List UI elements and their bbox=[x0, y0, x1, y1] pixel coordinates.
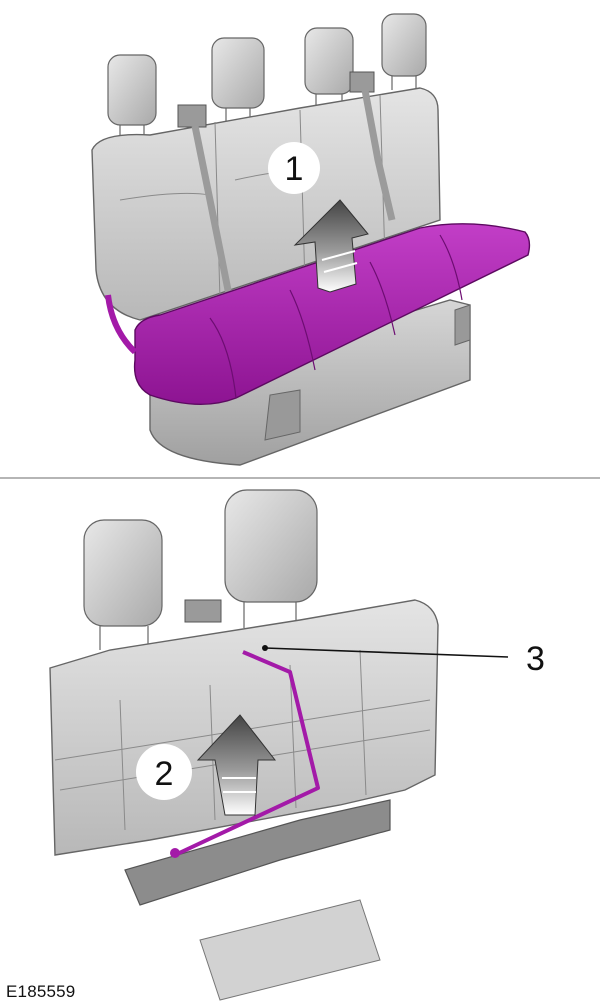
belt-guide-left bbox=[177, 104, 207, 128]
belt-guide-right bbox=[349, 71, 375, 93]
svg-text:3: 3 bbox=[526, 640, 545, 678]
lower-frame bbox=[124, 799, 391, 906]
callout-3: 3 bbox=[262, 640, 545, 678]
figure-id: E185559 bbox=[6, 982, 76, 1001]
lift-arrow-1 bbox=[293, 199, 369, 293]
panel-top-bench-upright: 1 bbox=[91, 13, 531, 466]
headrests-rear bbox=[83, 489, 318, 650]
seat-base bbox=[149, 299, 471, 466]
lift-arrow-2 bbox=[196, 714, 277, 816]
strap-anchor bbox=[170, 848, 180, 858]
callout-1: 1 bbox=[268, 142, 320, 194]
belt-guide-rear bbox=[184, 599, 222, 623]
release-strap-rear bbox=[174, 650, 320, 857]
callout-2: 2 bbox=[136, 744, 192, 800]
release-strap bbox=[105, 294, 138, 355]
svg-text:1: 1 bbox=[285, 150, 304, 188]
svg-text:2: 2 bbox=[155, 755, 174, 793]
seat-cushion-highlighted bbox=[133, 223, 531, 405]
headrests bbox=[107, 13, 427, 138]
panel-bottom-bench-folded: 2 3 bbox=[49, 489, 545, 1001]
